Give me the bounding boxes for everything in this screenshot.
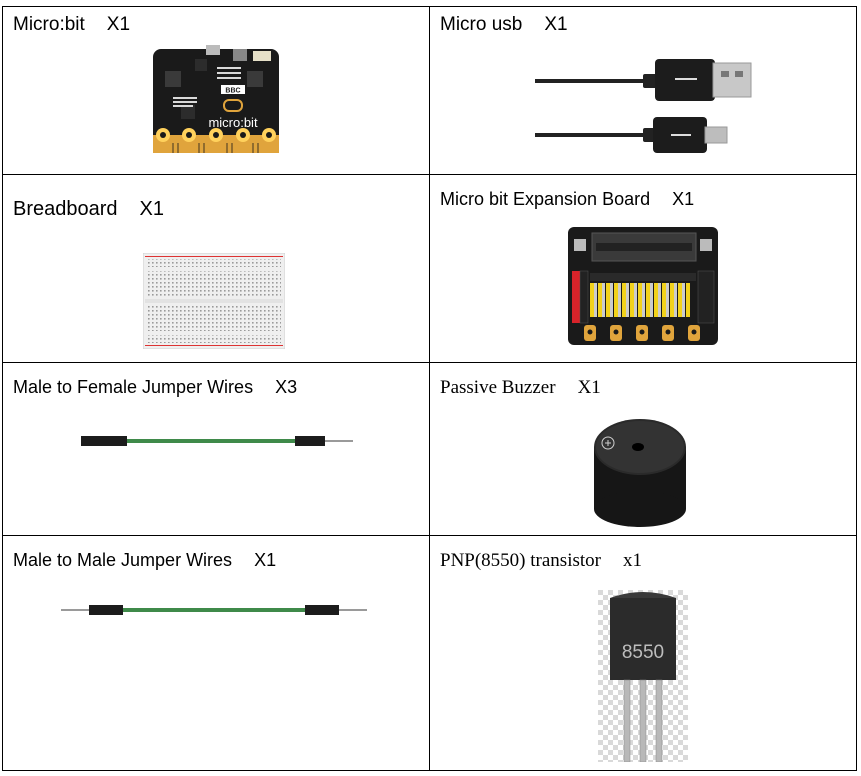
item-qty: X1 — [139, 198, 164, 220]
item-name: Breadboard — [13, 198, 118, 220]
item-label: Micro:bit X1 — [13, 14, 130, 36]
cell-micro-usb: Micro usb X1 — [430, 7, 856, 174]
breadboard-image — [143, 253, 285, 349]
item-label: Male to Male Jumper Wires X1 — [13, 550, 276, 571]
cell-expansion-board: Micro bit Expansion Board X1 — [430, 175, 856, 362]
item-qty: X1 — [672, 189, 695, 209]
cell-microbit: Micro:bit X1 BBC micro:bit — [3, 7, 429, 174]
cell-breadboard: Breadboard X1 — [3, 175, 429, 362]
item-qty: X1 — [106, 14, 131, 35]
item-qty: X1 — [577, 377, 601, 398]
item-qty: X3 — [275, 377, 298, 397]
expansion-board-image — [568, 227, 718, 345]
microbit-badge-text: BBC — [225, 88, 240, 95]
item-name: Male to Female Jumper Wires — [13, 377, 254, 397]
item-name: Micro usb — [440, 14, 523, 35]
item-qty: X1 — [544, 14, 568, 35]
column-divider — [429, 7, 430, 770]
microbit-image: BBC micro:bit — [153, 45, 279, 153]
male-female-jumper-image — [81, 436, 353, 446]
item-qty: X1 — [254, 550, 277, 570]
micro-usb-cable-image — [535, 59, 752, 153]
item-name: Male to Male Jumper Wires — [13, 550, 233, 570]
pnp-transistor-image: 8550 — [598, 590, 688, 762]
cell-pnp-transistor: PNP(8550) transistor x1 8550 — [430, 536, 856, 770]
passive-buzzer-image — [594, 419, 686, 527]
item-qty: x1 — [622, 550, 642, 571]
microbit-logo-text: micro:bit — [208, 115, 258, 130]
cell-passive-buzzer: Passive Buzzer X1 — [430, 363, 856, 535]
item-label: PNP(8550) transistor x1 — [440, 550, 642, 572]
item-name: Passive Buzzer — [440, 377, 556, 398]
item-label: Micro usb X1 — [440, 14, 568, 36]
row-divider — [3, 362, 856, 363]
row-divider — [3, 174, 856, 175]
item-label: Male to Female Jumper Wires X3 — [13, 377, 297, 398]
male-male-jumper-image — [61, 605, 367, 615]
item-name: Micro:bit — [13, 14, 85, 35]
item-label: Micro bit Expansion Board X1 — [440, 189, 694, 210]
item-label: Breadboard X1 — [13, 198, 164, 221]
item-label: Passive Buzzer X1 — [440, 377, 601, 399]
item-name: Micro bit Expansion Board — [440, 189, 651, 209]
item-name: PNP(8550) transistor — [440, 550, 601, 571]
row-divider — [3, 535, 856, 536]
cell-male-male-jumper: Male to Male Jumper Wires X1 — [3, 536, 429, 770]
cell-male-female-jumper: Male to Female Jumper Wires X3 — [3, 363, 429, 535]
transistor-marking: 8550 — [622, 642, 664, 663]
